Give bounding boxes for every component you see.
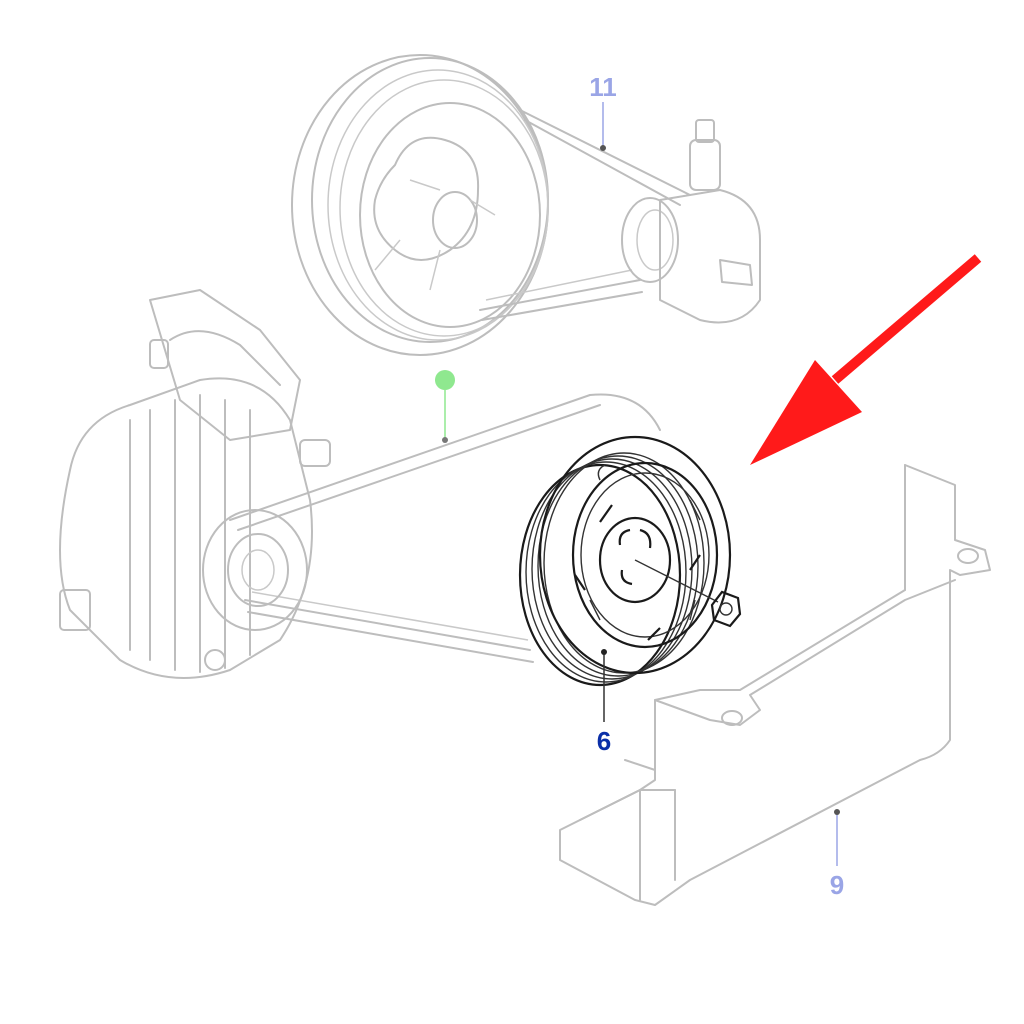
power-steering-drive-pulley [291, 54, 549, 356]
alternator-pulley [202, 509, 308, 631]
callout-6: 6 [597, 649, 611, 756]
callout-6-label: 6 [597, 726, 611, 756]
accessory-drive-belt [229, 393, 661, 663]
power-steering-belt [479, 109, 691, 321]
alternator [59, 289, 331, 679]
power-steering-pump [621, 119, 761, 324]
callout-11: 11 [589, 72, 617, 151]
green-dot-icon [435, 370, 455, 390]
belt-highlight-marker [435, 370, 455, 443]
callout-11-label: 11 [589, 72, 617, 102]
callout-9-label: 9 [830, 870, 844, 900]
lower-shield [559, 464, 991, 906]
crankshaft-pulley [518, 435, 742, 687]
red-pointer-arrow-icon [750, 254, 982, 465]
callout-9: 9 [830, 809, 844, 900]
